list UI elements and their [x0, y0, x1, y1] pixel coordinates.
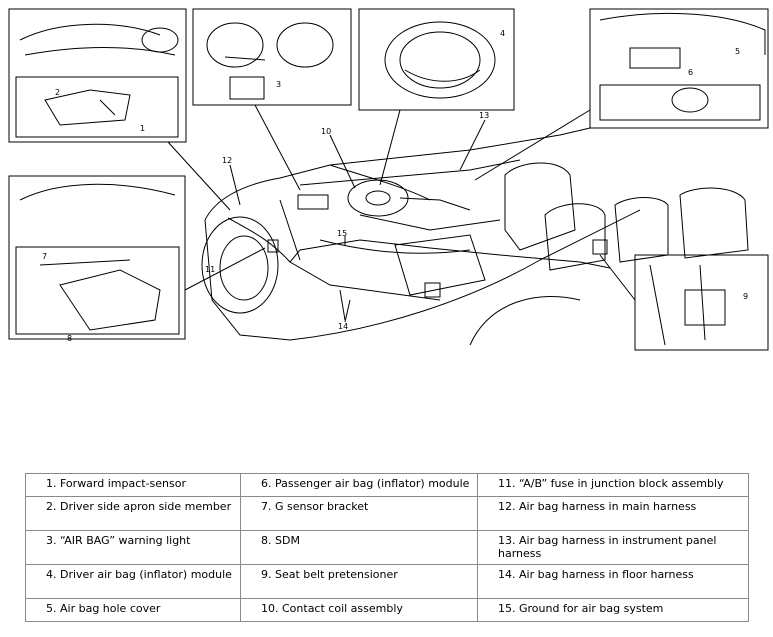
sdm-in-car: [424, 282, 441, 298]
callout-1: 1: [140, 124, 145, 133]
inset-sdm: [8, 175, 186, 340]
legend-cell: 3. “AIR BAG” warning light: [25, 530, 241, 565]
callout-labels: 1 2 3 4 5 6 7 8 9 10 11 12 13 14 15: [42, 29, 748, 343]
car-body: [201, 127, 641, 346]
inset-forward-sensor: [8, 8, 187, 143]
legend-cell: 14. Air bag harness in floor harness: [477, 564, 749, 599]
legend-text: SDM: [275, 534, 300, 547]
callout-2: 2: [55, 88, 60, 97]
leader-lines: [167, 104, 636, 323]
legend-text: Contact coil assembly: [282, 602, 403, 615]
legend-cell: 6. Passenger air bag (inflator) module: [240, 473, 478, 497]
legend-text: Passenger air bag (inflator) module: [275, 477, 470, 490]
callout-8: 8: [67, 334, 72, 343]
callout-12: 12: [222, 156, 232, 165]
legend-text: Air bag harness in instrument panel harn…: [498, 534, 717, 560]
inset-pretensioner: [634, 254, 769, 351]
legend-cell: 7. G sensor bracket: [240, 496, 478, 531]
callout-15: 15: [337, 229, 347, 238]
legend-text: Air bag harness in floor harness: [519, 568, 694, 581]
callout-7: 7: [42, 252, 47, 261]
pretensioner-in-car: [592, 239, 608, 255]
legend-table: 1. Forward impact-sensor 6. Passenger ai…: [25, 473, 749, 622]
legend-text: G sensor bracket: [275, 500, 369, 513]
legend-number: 13.: [498, 534, 516, 547]
legend-cell: 2. Driver side apron side member: [25, 496, 241, 531]
legend-number: 15.: [498, 602, 516, 615]
legend-cell: 11. “A/B” fuse in junction block assembl…: [477, 473, 749, 497]
rear-seat: [544, 187, 749, 271]
inset-passenger-airbag: [589, 8, 769, 129]
callout-14: 14: [338, 322, 348, 331]
legend-text: Driver air bag (inflator) module: [60, 568, 232, 581]
legend-number: 3.: [46, 534, 57, 547]
legend-number: 10.: [261, 602, 279, 615]
airbag-system-diagram: 1 2 3 4 5 6 7 8 9 10 11 12 13 14 15: [8, 8, 769, 351]
callout-6: 6: [688, 68, 693, 77]
front-seat: [394, 162, 576, 296]
legend-cell: 8. SDM: [240, 530, 478, 565]
callout-5: 5: [735, 47, 740, 56]
callout-3: 3: [276, 80, 281, 89]
legend-number: 12.: [498, 500, 516, 513]
legend-text: Seat belt pretensioner: [275, 568, 398, 581]
legend-number: 6.: [261, 477, 272, 490]
legend-text: “A/B” fuse in junction block assembly: [519, 477, 724, 490]
legend-cell: 15. Ground for air bag system: [477, 598, 749, 622]
legend-number: 8.: [261, 534, 272, 547]
legend-cell: 13. Air bag harness in instrument panel …: [477, 530, 749, 565]
legend-cell: 5. Air bag hole cover: [25, 598, 241, 622]
legend-number: 2.: [46, 500, 57, 513]
legend-text: Air bag hole cover: [60, 602, 161, 615]
callout-10: 10: [321, 127, 331, 136]
legend-text: Ground for air bag system: [519, 602, 664, 615]
legend-cell: 9. Seat belt pretensioner: [240, 564, 478, 599]
legend-text: Forward impact-sensor: [60, 477, 187, 490]
callout-4: 4: [500, 29, 505, 38]
legend-text: Driver side apron side member: [60, 500, 232, 513]
callout-11: 11: [205, 265, 215, 274]
legend-row: 4. Driver air bag (inflator) module 9. S…: [25, 564, 749, 599]
legend-text: “AIR BAG” warning light: [60, 534, 191, 547]
legend-number: 11.: [498, 477, 516, 490]
legend-row: 2. Driver side apron side member 7. G se…: [25, 496, 749, 531]
fuse-block: [267, 239, 279, 253]
legend-number: 5.: [46, 602, 57, 615]
legend-row: 5. Air bag hole cover 10. Contact coil a…: [25, 598, 749, 622]
inset-driver-airbag: [358, 8, 515, 111]
legend-number: 1.: [46, 477, 57, 490]
callout-9: 9: [743, 292, 748, 301]
legend-cell: 1. Forward impact-sensor: [25, 473, 241, 497]
legend-cell: 4. Driver air bag (inflator) module: [25, 564, 241, 599]
legend-row: 3. “AIR BAG” warning light 8. SDM 13. Ai…: [25, 530, 749, 565]
steering-wheel: [347, 179, 409, 217]
legend-number: 7.: [261, 500, 272, 513]
legend-number: 9.: [261, 568, 272, 581]
dashboard-panel: [297, 194, 329, 210]
legend-number: 4.: [46, 568, 57, 581]
legend-row: 1. Forward impact-sensor 6. Passenger ai…: [25, 473, 749, 497]
legend-number: 14.: [498, 568, 516, 581]
legend-cell: 12. Air bag harness in main harness: [477, 496, 749, 531]
legend-text: Air bag harness in main harness: [519, 500, 697, 513]
legend-cell: 10. Contact coil assembly: [240, 598, 478, 622]
inset-warning-light: [192, 8, 352, 106]
callout-13: 13: [479, 111, 489, 120]
air-bag-harness-lines: [227, 197, 611, 321]
